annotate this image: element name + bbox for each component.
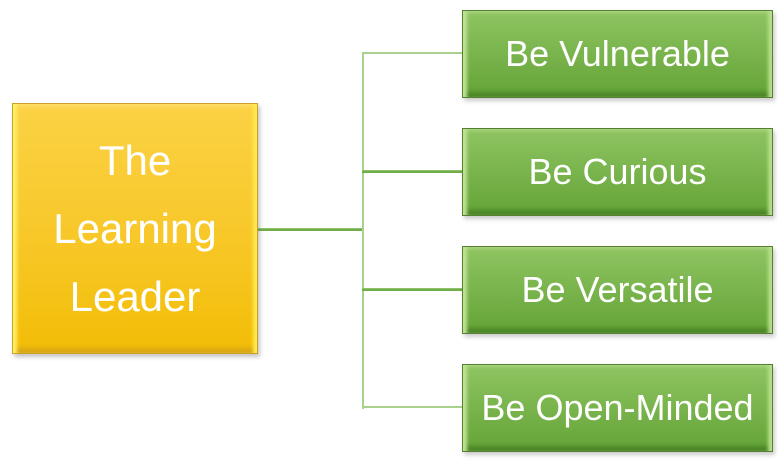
- child-node-label: Be Versatile: [521, 269, 714, 310]
- connector-branch-versatile: [362, 288, 463, 291]
- root-node-label: The Learning Leader: [53, 136, 217, 320]
- connector-branch-open-minded: [362, 406, 463, 408]
- child-node-label: Be Curious: [528, 151, 707, 192]
- root-node-learning-leader[interactable]: The Learning Leader: [12, 103, 258, 354]
- connector-branch-vulnerable: [362, 52, 463, 54]
- child-node-label: Be Vulnerable: [505, 33, 730, 74]
- child-node-be-curious[interactable]: Be Curious: [462, 128, 773, 216]
- child-node-be-vulnerable[interactable]: Be Vulnerable: [462, 10, 773, 98]
- connector-trunk: [362, 53, 364, 409]
- connector-branch-curious: [362, 170, 463, 173]
- child-node-label: Be Open-Minded: [481, 387, 754, 428]
- connector-root-to-trunk: [258, 228, 364, 231]
- child-node-be-versatile[interactable]: Be Versatile: [462, 246, 773, 334]
- child-node-be-open-minded[interactable]: Be Open-Minded: [462, 364, 773, 452]
